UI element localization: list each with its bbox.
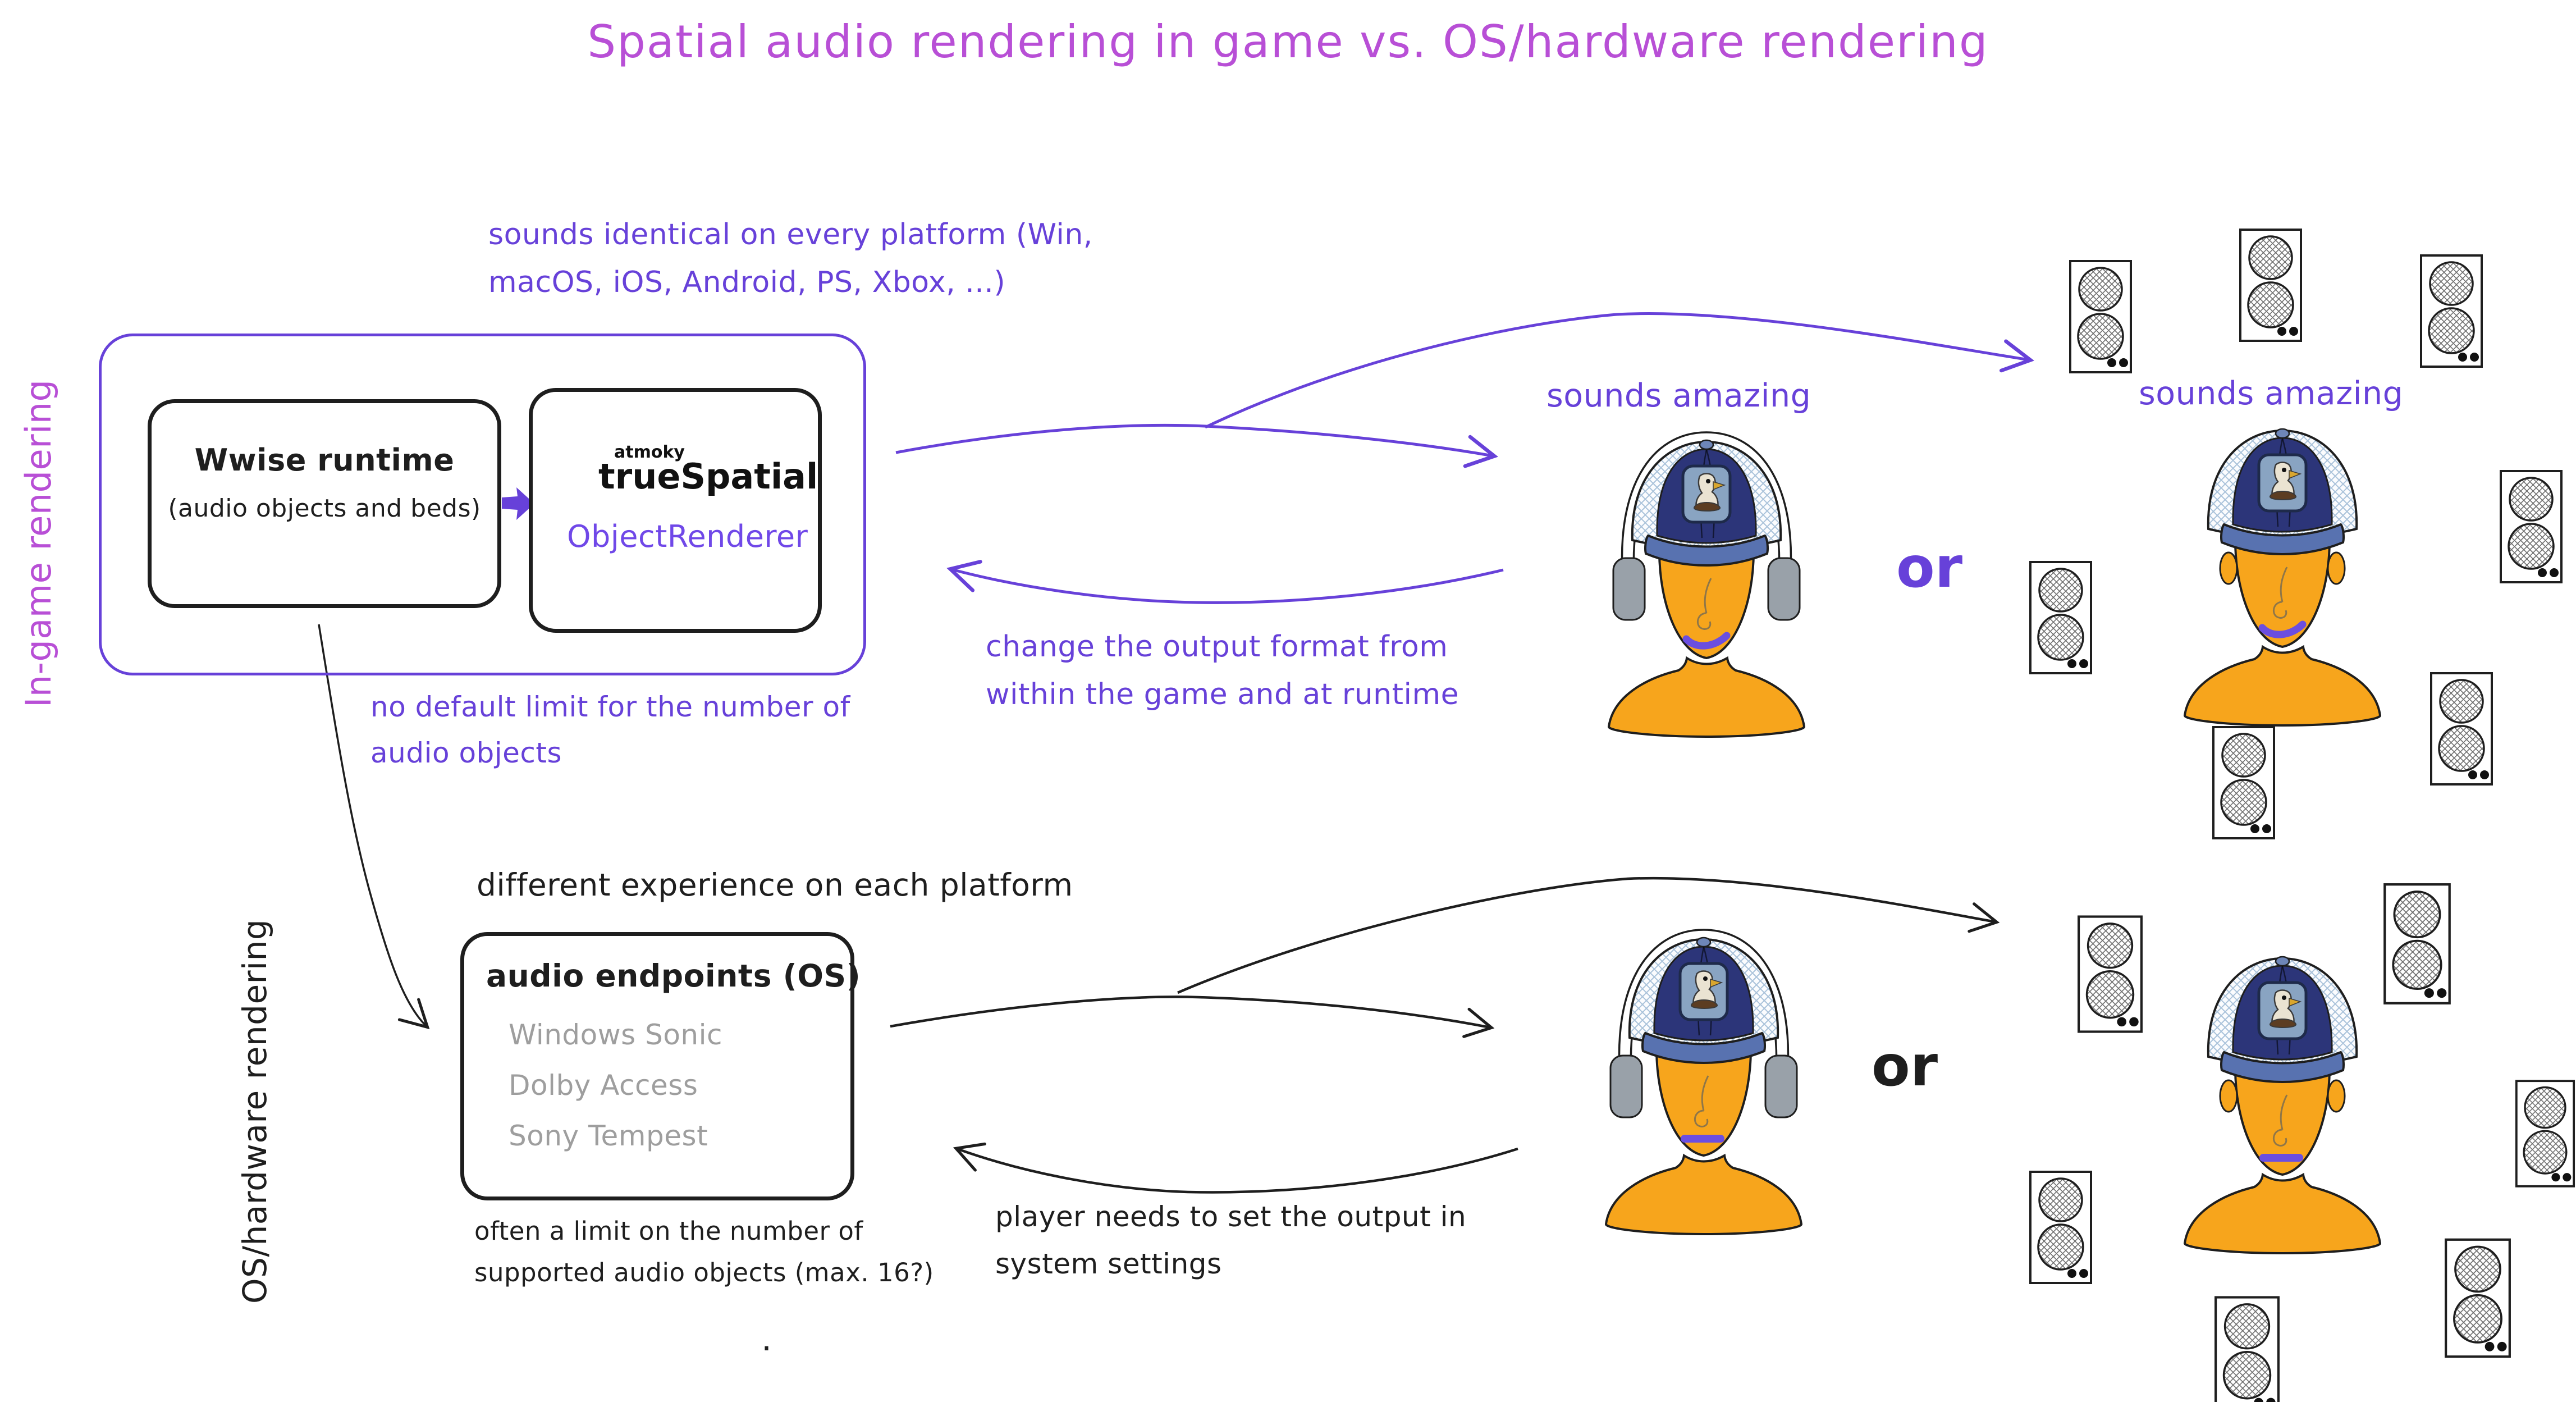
speaker-icon (2446, 1240, 2510, 1357)
atmoky-brand-label: atmoky (614, 442, 685, 462)
different-experience-heading: different experience on each platform (477, 867, 1073, 903)
player-note-line1: player needs to set the output in (995, 1200, 1467, 1233)
in-game-speakers-branch-arrow (1204, 312, 2034, 429)
wwise-to-truespatial-arrow (502, 487, 534, 520)
in-game-return-arrow (946, 560, 1504, 604)
in-game-side-label: In-game rendering (18, 379, 59, 707)
os-hardware-side-label: OS/hardware rendering (236, 919, 274, 1304)
platform-note-line2: macOS, iOS, Android, PS, Xbox, ...) (488, 266, 1006, 299)
listener-headphones-top (1607, 431, 1806, 738)
no-limit-note-line2: audio objects (370, 737, 562, 769)
truespatial-product-label: trueSpatial (598, 456, 818, 497)
endpoint-item-sony-tempest: Sony Tempest (509, 1120, 708, 1152)
sounds-amazing-headphones-label: sounds amazing (1546, 377, 1811, 414)
or-label-bottom: or (1872, 1033, 1938, 1099)
player-note-line2: system settings (995, 1248, 1222, 1280)
or-label-top: or (1896, 535, 1963, 600)
speaker-icon (2030, 562, 2091, 673)
speaker-icon (2420, 254, 2483, 368)
wwise-to-endpoints-arrow (318, 624, 430, 1030)
endpoint-item-windows-sonic: Windows Sonic (509, 1019, 722, 1051)
limit-note-line1: often a limit on the number of (474, 1216, 863, 1246)
speaker-icon (2069, 260, 2132, 373)
wwise-box-subtitle: (audio objects and beds) (168, 494, 481, 523)
objectrenderer-label: ObjectRenderer (567, 519, 808, 554)
platform-note-line1: sounds identical on every platform (Win, (488, 218, 1093, 252)
change-note-line1: change the output format from (986, 630, 1448, 664)
speaker-icon (2385, 884, 2449, 1003)
listener-speakers-top (2183, 429, 2382, 727)
page-title: Spatial audio rendering in game vs. OS/h… (587, 16, 1989, 68)
speaker-icon (2239, 229, 2302, 342)
truespatial-box (529, 388, 822, 633)
os-return-arrow (953, 1142, 1518, 1194)
limit-note-line2: supported audio objects (max. 16?) (474, 1258, 934, 1287)
os-speakers-branch-arrow (1177, 876, 2000, 994)
endpoints-box-title: audio endpoints (OS) (486, 958, 861, 994)
os-output-arrow (890, 995, 1495, 1038)
speaker-icon (2213, 727, 2274, 838)
speaker-icon (2216, 1298, 2278, 1402)
listener-speakers-bottom (2183, 957, 2382, 1254)
audio-endpoints-box (460, 932, 854, 1200)
wwise-box-title: Wwise runtime (194, 442, 455, 478)
wwise-runtime-box (148, 399, 501, 608)
speaker-icon (2079, 917, 2142, 1032)
stray-dot: . (761, 1319, 772, 1359)
no-limit-note-line1: no default limit for the number of (370, 691, 850, 723)
change-note-line2: within the game and at runtime (986, 678, 1459, 711)
speaker-icon (2030, 1172, 2091, 1283)
speaker-icon (2516, 1081, 2574, 1186)
speaker-icon (2500, 470, 2563, 583)
endpoint-item-dolby-access: Dolby Access (509, 1069, 698, 1102)
in-game-group-box (99, 334, 866, 675)
listener-headphones-bottom (1604, 929, 1803, 1235)
sounds-amazing-speakers-label: sounds amazing (2139, 375, 2404, 412)
in-game-output-arrow (895, 423, 1498, 468)
speaker-icon (2431, 673, 2492, 784)
